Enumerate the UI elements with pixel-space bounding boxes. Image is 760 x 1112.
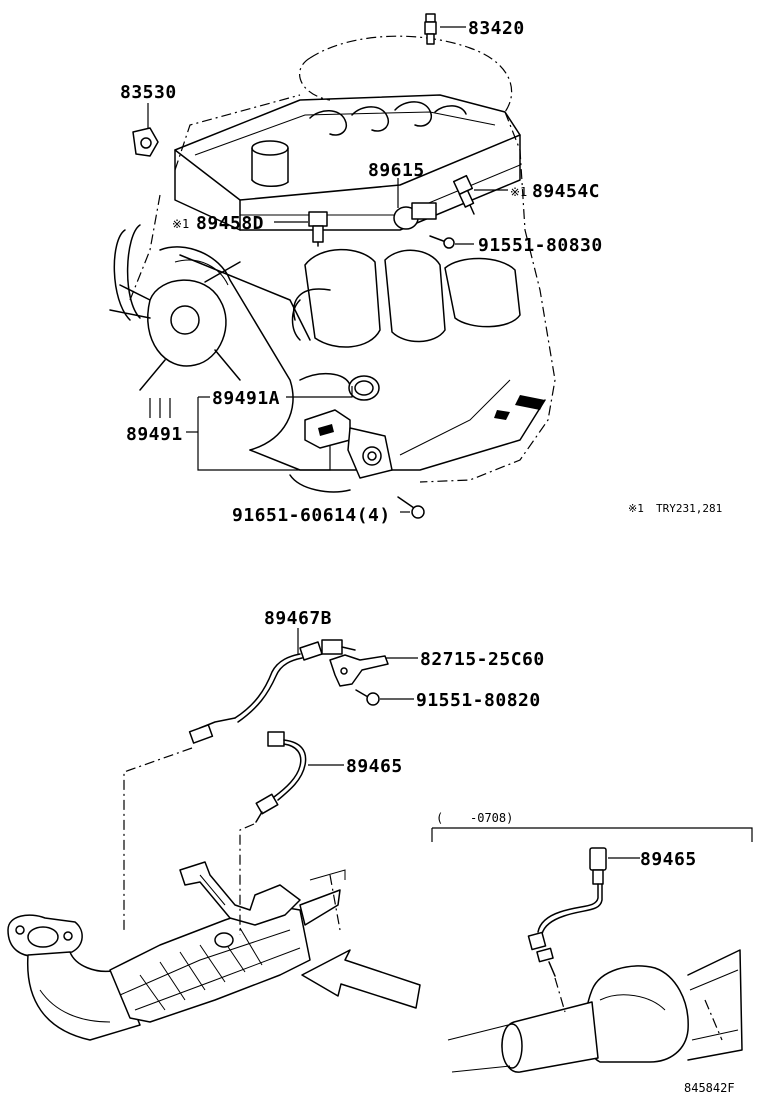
note-mark-89454C: ※1 — [510, 185, 527, 199]
crank-sensor-assembly — [304, 375, 393, 479]
o2-sensor-89465-main-shape — [255, 731, 307, 823]
label-91651-60614: 91651-60614(4) — [232, 505, 391, 526]
bolt-91551-80820-shape — [355, 689, 380, 706]
note-mark-89458D: ※1 — [172, 217, 189, 231]
inset-range-text: -0708) — [470, 811, 513, 825]
label-83420: 83420 — [468, 18, 525, 39]
bracket-82715-shape — [329, 654, 389, 687]
engine-drawing — [109, 35, 556, 493]
inset-range-open: ( — [436, 811, 443, 825]
figure-code: 845842F — [684, 1081, 735, 1095]
leader-lines-upper — [147, 26, 508, 513]
label-89467B: 89467B — [264, 608, 332, 629]
label-91551-80820: 91551-80820 — [416, 690, 541, 711]
sensor-83420-shape — [424, 13, 437, 45]
label-89491: 89491 — [126, 424, 183, 445]
switch-83530-shape — [132, 127, 159, 157]
bolt-91551-80830-shape — [429, 235, 455, 249]
sensor-89458D-shape — [308, 211, 328, 247]
label-89615: 89615 — [368, 160, 425, 181]
label-83530: 83530 — [120, 82, 177, 103]
exhaust-pipe-drawing — [7, 861, 421, 1041]
leader-lines-lower — [123, 628, 418, 935]
footnote-text: TRY231,281 — [656, 502, 722, 515]
label-89454C: 89454C — [532, 181, 600, 202]
label-89458D: 89458D — [196, 213, 264, 234]
label-89465-main: 89465 — [346, 756, 403, 777]
label-89465-inset: 89465 — [640, 849, 697, 870]
bolt-91651-shape — [397, 496, 425, 519]
inset-range-bracket — [431, 827, 753, 842]
o2-sensor-89467B-shape — [188, 639, 356, 744]
label-89491A: 89491A — [212, 388, 280, 409]
label-91551-80830: 91551-80830 — [478, 235, 603, 256]
label-82715-25C60: 82715-25C60 — [420, 649, 545, 670]
inset-drawing — [447, 847, 743, 1073]
footnote-mark: ※1 — [628, 502, 644, 515]
sensor-89615-shape — [393, 202, 437, 230]
sensor-89454C-shape — [452, 174, 475, 215]
